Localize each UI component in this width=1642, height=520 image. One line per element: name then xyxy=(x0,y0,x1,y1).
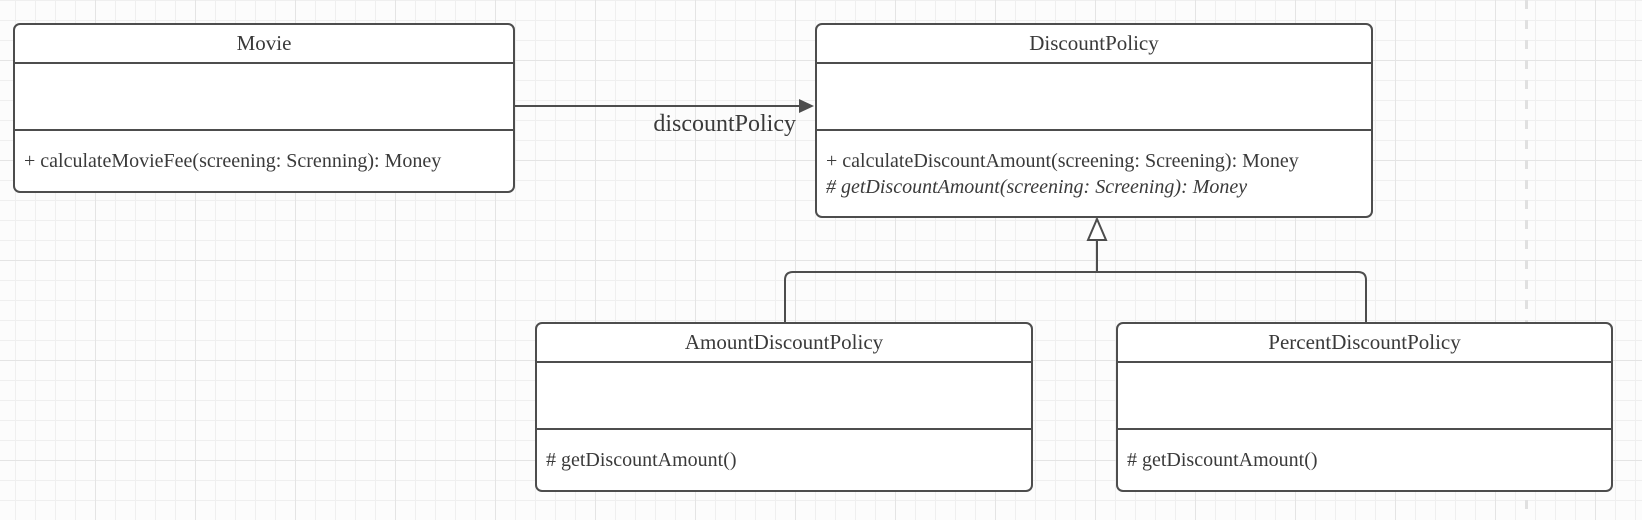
class-title: Movie xyxy=(236,31,292,55)
class-attributes-empty xyxy=(537,361,1031,428)
class-attributes-empty xyxy=(15,62,513,129)
association-arrowhead-icon xyxy=(799,99,814,113)
class-attributes-empty xyxy=(817,62,1371,129)
class-methods: + calculateMovieFee(screening: Screnning… xyxy=(15,129,513,191)
association-label[interactable]: discountPolicy xyxy=(653,111,796,137)
class-title: PercentDiscountPolicy xyxy=(1268,330,1461,354)
class-box-percent-discount-policy[interactable]: PercentDiscountPolicy # getDiscountAmoun… xyxy=(1116,322,1613,492)
class-box-movie[interactable]: Movie + calculateMovieFee(screening: Scr… xyxy=(13,23,515,193)
inheritance-triangle-arrowhead-icon xyxy=(1086,216,1108,241)
class-methods: # getDiscountAmount() xyxy=(537,428,1031,490)
class-box-discount-policy[interactable]: DiscountPolicy + calculateDiscountAmount… xyxy=(815,23,1373,218)
association-line[interactable] xyxy=(515,105,801,107)
class-title: AmountDiscountPolicy xyxy=(684,330,884,354)
page-boundary-dashed-line xyxy=(1525,0,1528,520)
class-methods: + calculateDiscountAmount(screening: Scr… xyxy=(817,129,1371,216)
inheritance-branch-line[interactable] xyxy=(784,271,1367,322)
class-title: DiscountPolicy xyxy=(1029,31,1159,55)
class-attributes-empty xyxy=(1118,361,1611,428)
method-line: + calculateDiscountAmount(screening: Scr… xyxy=(826,149,1299,172)
method-line: # getDiscountAmount() xyxy=(546,449,737,471)
class-box-amount-discount-policy[interactable]: AmountDiscountPolicy # getDiscountAmount… xyxy=(535,322,1033,492)
method-line-abstract: # getDiscountAmount(screening: Screening… xyxy=(826,175,1248,198)
method-line: + calculateMovieFee(screening: Screnning… xyxy=(24,150,442,172)
method-line: # getDiscountAmount() xyxy=(1127,449,1318,471)
class-methods: # getDiscountAmount() xyxy=(1118,428,1611,490)
